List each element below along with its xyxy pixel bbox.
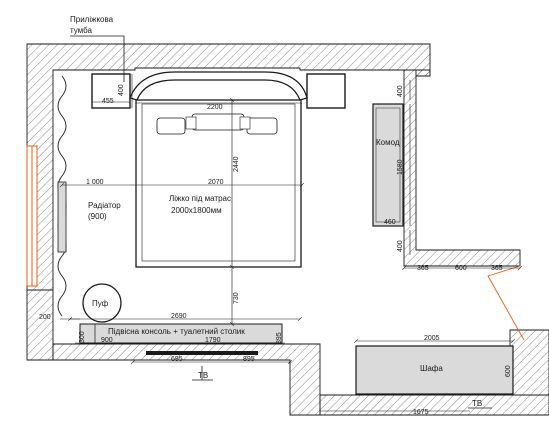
console-label: Підвісна консоль + туалетний столик <box>108 327 245 336</box>
wardrobe-label: Шафа <box>420 364 443 373</box>
dim-door-365b: 365 <box>491 265 503 272</box>
nightstand-label-1: Приліжкова <box>70 15 114 24</box>
dim-wall-200: 200 <box>39 314 51 321</box>
door-swing <box>487 265 525 341</box>
wall-bottom <box>52 343 321 416</box>
pillow-3 <box>246 117 278 135</box>
wall-far-right <box>509 329 549 396</box>
dim-dresser-w: 460 <box>384 219 396 226</box>
wall-bottom-right <box>319 394 549 416</box>
walls <box>26 43 549 416</box>
wall-right-upper <box>403 69 521 267</box>
dimension-labels: 455 400 2200 2440 1 000 2070 400 1580 46… <box>39 84 512 416</box>
dim-left-gap: 1 000 <box>86 179 104 186</box>
dim-door-600: 600 <box>455 265 467 272</box>
dim-dresser-len: 1580 <box>397 159 404 175</box>
nightstand-leader <box>70 35 125 82</box>
dim-headboard-w: 2200 <box>207 104 223 111</box>
dim-console-d300: 300 <box>79 331 86 343</box>
dim-console-gap: 730 <box>233 292 240 304</box>
pouf-label: Пуф <box>92 299 109 308</box>
dim-bed-w: 2070 <box>208 179 224 186</box>
pouf <box>82 283 122 323</box>
dim-wardrobe-1675: 1675 <box>413 409 429 416</box>
pillow-5 <box>239 116 251 130</box>
nightstand-label-2: тумба <box>70 26 92 35</box>
wall-right-outer <box>415 69 431 77</box>
wardrobe <box>355 345 514 395</box>
radiator <box>57 181 67 253</box>
dim-console-900: 900 <box>101 337 113 344</box>
dim-console-1790: 1790 <box>205 337 221 344</box>
bed-label: Ліжко під матрас <box>169 194 231 203</box>
wall-left-lower <box>26 289 54 361</box>
bed-size: 2000x1800мм <box>171 206 222 215</box>
dim-wardrobe-w: 2005 <box>424 335 440 342</box>
dim-dresser-low-d: 400 <box>397 240 404 252</box>
dim-tv-895: 895 <box>243 356 255 363</box>
pillow-2 <box>191 113 245 131</box>
dresser <box>372 103 404 227</box>
pillow-1 <box>156 117 186 135</box>
dim-console-d395: 395 <box>276 332 283 344</box>
dresser-inner <box>375 107 401 223</box>
dim-bed-len: 2440 <box>233 156 240 172</box>
dimension-lines <box>60 74 520 412</box>
nightstand-right <box>306 73 346 109</box>
radiator-size: (900) <box>88 212 107 221</box>
dim-console-total: 2690 <box>171 313 187 320</box>
dim-tv-695: 695 <box>171 356 183 363</box>
dim-door-365a: 365 <box>417 265 429 272</box>
dresser-label: Комод <box>376 138 400 147</box>
dim-nightstand-w: 455 <box>102 98 114 105</box>
tv-marker-1 <box>192 366 213 381</box>
headboard <box>129 71 308 101</box>
dim-nightstand-d: 400 <box>118 84 125 96</box>
tv-label-2: ТВ <box>472 399 482 408</box>
window <box>26 145 38 287</box>
tv-label-1: ТВ <box>198 371 208 380</box>
radiator-label: Радіатор <box>88 201 121 210</box>
dim-wardrobe-d: 600 <box>505 365 512 377</box>
dim-dresser-d: 400 <box>397 85 404 97</box>
bed: Ліжко під матрас 2000x1800мм <box>129 71 308 268</box>
pillow-4 <box>185 116 197 130</box>
bed-frame-inner <box>141 103 296 262</box>
tv-bottom <box>146 351 258 355</box>
